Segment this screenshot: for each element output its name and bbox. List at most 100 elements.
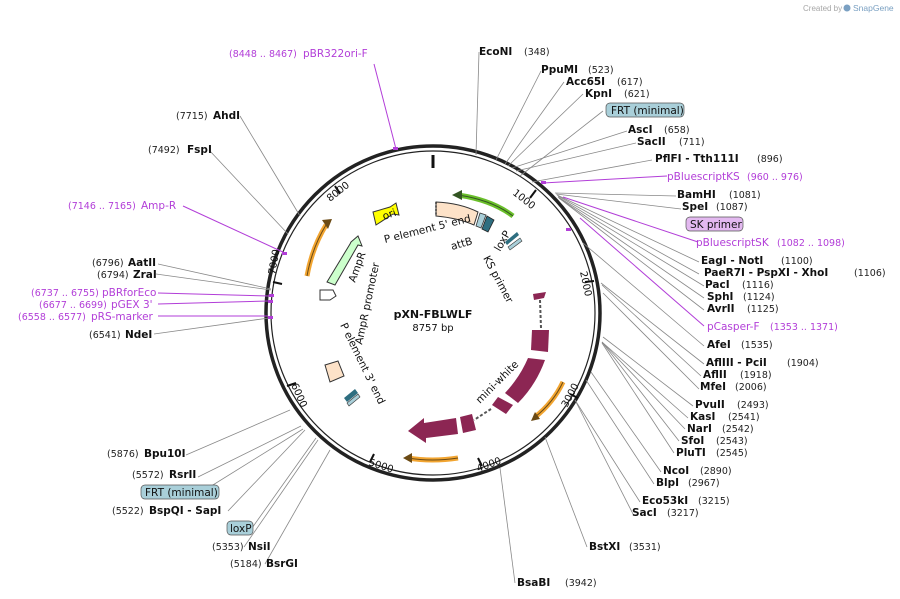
enzyme-name: EagI - NotI (701, 255, 763, 267)
enzyme-pos: (5522) (112, 506, 144, 517)
enzyme-pos: (5353) (212, 542, 244, 553)
snapgene-logo-icon (843, 4, 851, 12)
white-exon-2 (531, 330, 549, 352)
primer-name: pBR322ori-F (303, 48, 368, 60)
frt-box-top (605, 102, 685, 118)
enzyme-pos: (1087) (716, 202, 748, 213)
enzyme-name: BamHI (677, 189, 716, 201)
primer-pos: (7146 .. 7165) (68, 201, 136, 212)
white-exon-4 (492, 397, 513, 414)
enzyme-pos: (621) (624, 89, 650, 100)
enzyme-pos: (1535) (741, 340, 773, 351)
enzyme-pos: (2545) (716, 448, 748, 459)
primer-leader-lines (157, 63, 705, 327)
primer-pos: (8448 .. 8467) (229, 49, 297, 60)
enzyme-pos: (617) (617, 77, 643, 88)
enzyme-pos: (7492) (148, 145, 180, 156)
credit-brand: SnapGene (853, 3, 894, 13)
primer-pos: (6677 .. 6699) (39, 300, 107, 311)
frt-box-bottom (140, 484, 220, 500)
ampr-arrow (326, 235, 363, 286)
enzyme-pos: (1106) (854, 268, 886, 279)
ampr-promoter-arrow (319, 289, 337, 301)
ori-arrow (372, 202, 400, 226)
enzyme-name: AscI (628, 124, 653, 136)
enzyme-pos: (6796) (92, 258, 124, 269)
sk-primer-box (685, 216, 744, 232)
primer-name: Amp-R (141, 200, 176, 212)
enzyme-pos: (7715) (176, 111, 208, 122)
enzyme-name: BsrGI (266, 558, 298, 570)
tick-marks (272, 185, 595, 467)
enzyme-labels-left: (8448 .. 8467) pBR322ori-F (7715) AhdI (… (18, 48, 368, 570)
enzyme-name: RsrII (169, 469, 196, 481)
enzyme-name: EcoNI (479, 46, 512, 58)
white-exon-6 (408, 418, 458, 443)
backbone-outer (264, 144, 602, 482)
ks-primer-label: KS primer (480, 254, 515, 306)
enzyme-pos: (3215) (698, 496, 730, 507)
primer-name: pBRforEco (102, 287, 156, 299)
enzyme-name: Acc65I (566, 76, 605, 88)
enzyme-name: NcoI (663, 465, 689, 477)
primer-marks (268, 147, 571, 319)
white-exon-5 (460, 414, 476, 433)
enzyme-name: AvrII (707, 303, 735, 315)
primer-name: pBluescriptKS (667, 171, 740, 183)
white-exon-1 (533, 292, 546, 300)
enzyme-name: PluTI (676, 447, 706, 459)
enzyme-pos: (2542) (722, 424, 754, 435)
primer-pos: (6558 .. 6577) (18, 312, 86, 323)
backbone-inner (270, 150, 596, 476)
primer-pos: (6737 .. 6755) (31, 288, 99, 299)
enzyme-name: SpeI (682, 201, 708, 213)
enzyme-pos: (1918) (740, 370, 772, 381)
enzyme-name: Eco53kI (642, 495, 688, 507)
enzyme-pos: (3217) (667, 508, 699, 519)
enzyme-pos: (1116) (742, 280, 774, 291)
enzyme-name: AhdI (213, 110, 240, 122)
enzyme-pos: (2967) (688, 478, 720, 489)
enzyme-pos: (1081) (729, 190, 761, 201)
orange-arrow-right (533, 380, 566, 419)
frt-label-bottom: FRT (minimal) (145, 487, 218, 499)
enzyme-pos: (2541) (728, 412, 760, 423)
enzyme-name: BspQI - SapI (149, 505, 221, 517)
enzyme-name: PacI (705, 279, 730, 291)
primer-name: pRS-marker (91, 311, 154, 323)
plasmid-name: pXN-FBLWLF (394, 308, 473, 321)
primer-pos: (960 .. 976) (747, 172, 803, 183)
attb-feature (481, 215, 495, 233)
enzyme-name: ZraI (133, 269, 157, 281)
enzyme-pos: (1125) (747, 304, 779, 315)
enzyme-pos: (5572) (132, 470, 164, 481)
primer-name: pCasper-F (707, 321, 760, 333)
enzyme-name: AflII (703, 369, 727, 381)
enzyme-pos: (3942) (565, 578, 597, 589)
enzyme-name: SacI (632, 507, 657, 519)
enzyme-name: AflIII - PciI (706, 357, 767, 369)
enzyme-name: NdeI (125, 329, 152, 341)
loxp-box (226, 520, 254, 536)
enzyme-name: PvuII (695, 399, 725, 411)
enzyme-leader-lines (153, 51, 705, 584)
enzyme-name: AatII (128, 257, 156, 269)
primer-name: pGEX 3' (111, 299, 153, 311)
enzyme-pos: (2543) (716, 436, 748, 447)
p-element-3-feature (324, 360, 345, 383)
enzyme-pos: (1124) (743, 292, 775, 303)
orange-arrow-left (304, 223, 329, 277)
primer-pos: (1353 .. 1371) (770, 322, 838, 333)
enzyme-name: SphI (707, 291, 733, 303)
enzyme-pos: (3531) (629, 542, 661, 553)
credit-prefix: Created by (803, 4, 842, 13)
loxp-box-label: loxP (230, 523, 252, 535)
primer-name: pBluescriptSK (696, 237, 770, 249)
ori-label: ori (381, 207, 398, 223)
enzyme-name: NsiI (248, 541, 271, 553)
enzyme-pos: (711) (679, 137, 705, 148)
p-element-5-feature (435, 201, 479, 226)
enzyme-name: NarI (687, 423, 712, 435)
enzyme-name: BlpI (656, 477, 679, 489)
